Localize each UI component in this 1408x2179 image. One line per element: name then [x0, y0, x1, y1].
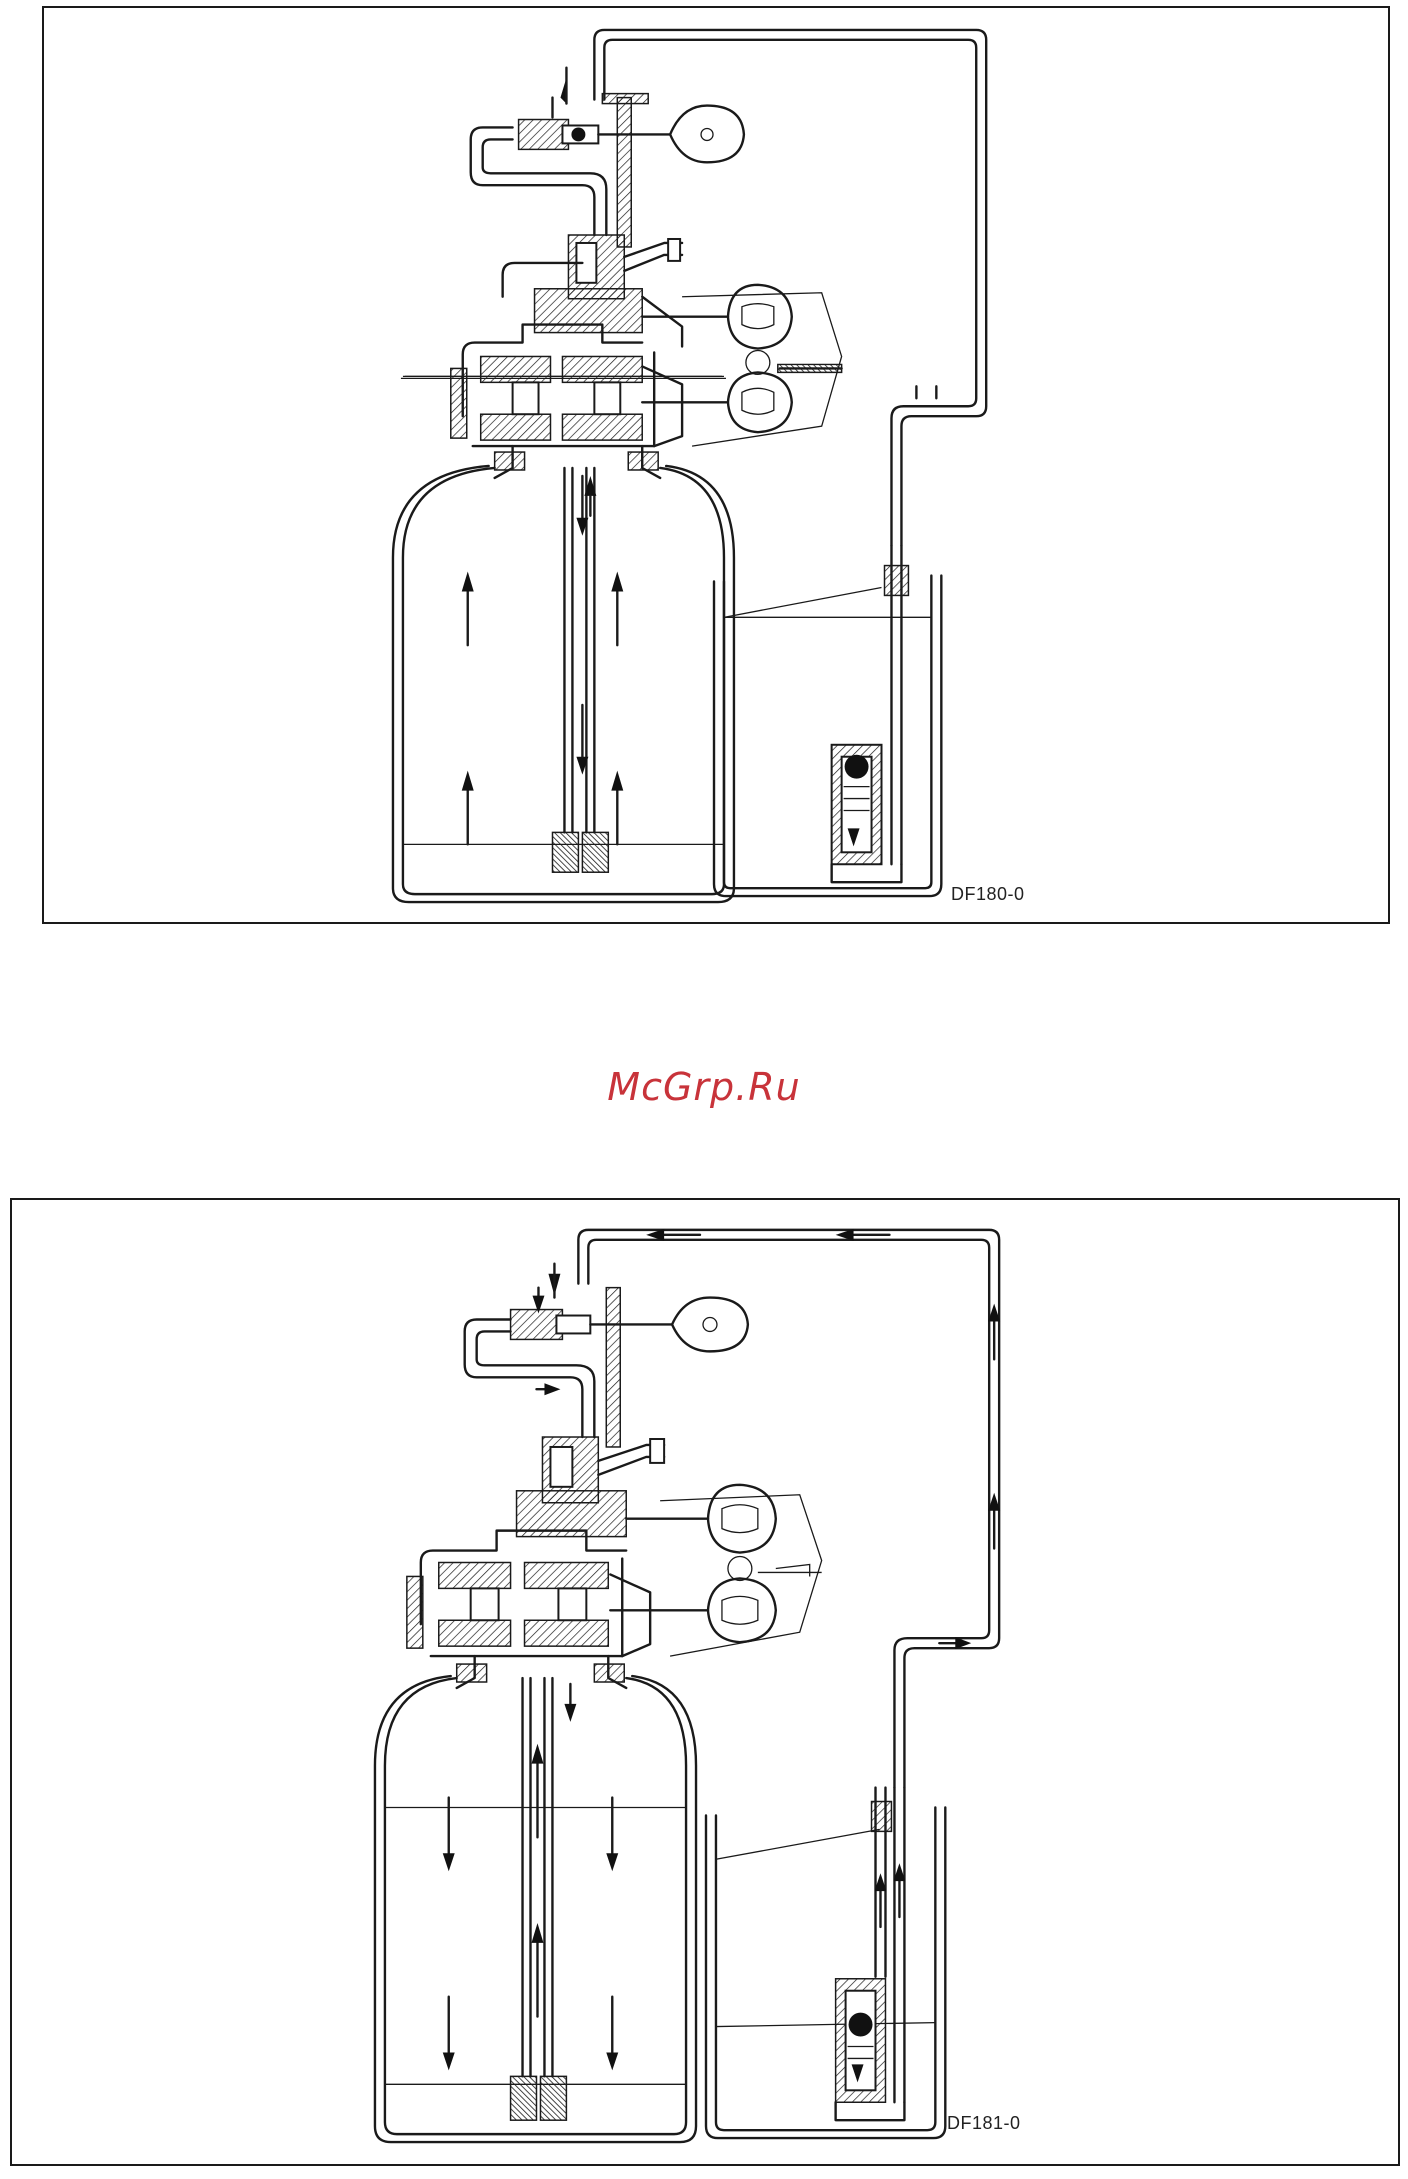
figure-df180: DF180-0 — [42, 6, 1390, 924]
figure-code: DF181-0 — [947, 2113, 1021, 2134]
technical-diagram-df180 — [44, 8, 1388, 922]
figure-df181: DF181-0 — [10, 1198, 1400, 2166]
technical-diagram-df181 — [12, 1200, 1398, 2164]
figure-code: DF180-0 — [951, 884, 1025, 905]
watermark: McGrp.Ru — [0, 1065, 1408, 1109]
